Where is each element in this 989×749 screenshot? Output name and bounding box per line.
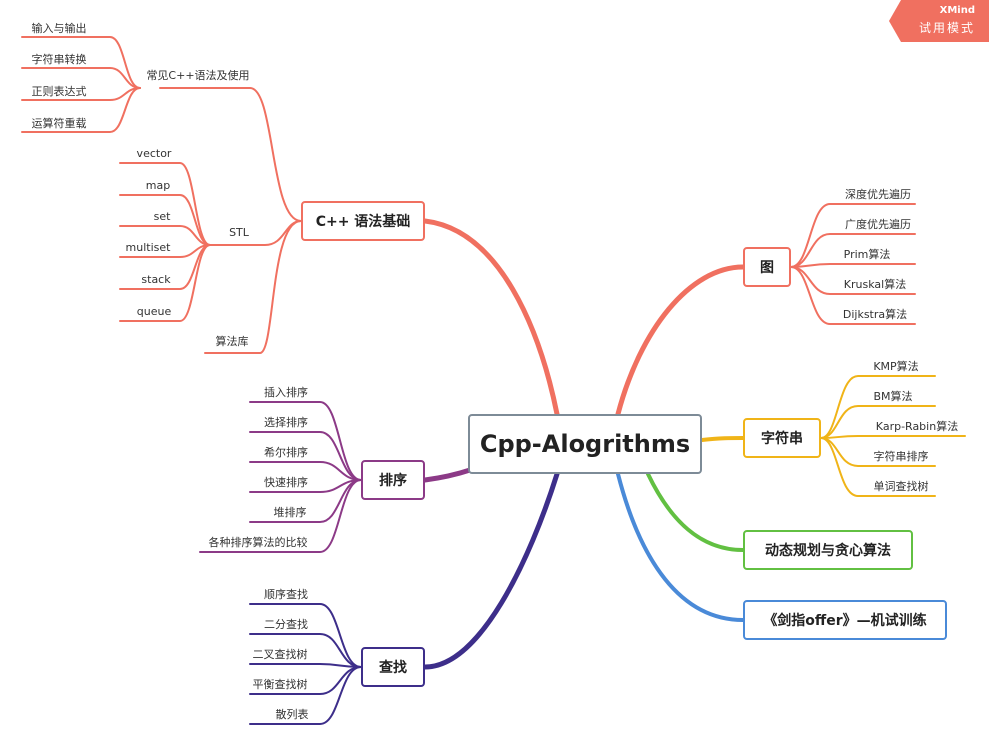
subtopic-algorithm-lib[interactable]: 算法库 xyxy=(215,335,249,348)
leaf-quick-sort[interactable]: 快速排序 xyxy=(264,476,308,489)
edge-sub1-leaf-1 xyxy=(21,67,141,89)
leaf-trie[interactable]: 单词查找树 xyxy=(873,480,929,493)
leaf-prim[interactable]: Prim算法 xyxy=(843,248,891,261)
leaf-shell-sort[interactable]: 希尔排序 xyxy=(264,446,308,459)
subtopic-stl[interactable]: STL xyxy=(229,226,249,239)
edge-stl-leaf-0 xyxy=(119,162,211,246)
edge-sort-leaf-1 xyxy=(249,431,362,481)
edge-stl-leaf-2 xyxy=(119,225,211,246)
leaf-binary-search[interactable]: 二分查找 xyxy=(264,618,308,631)
edge-graph-leaf-4 xyxy=(790,266,916,325)
leaf-balanced-tree[interactable]: 平衡查找树 xyxy=(252,678,308,691)
topic-string[interactable]: 字符串 xyxy=(743,418,821,458)
leaf-karp-rabin[interactable]: Karp-Rabin算法 xyxy=(875,420,959,433)
leaf-vector[interactable]: vector xyxy=(136,147,172,160)
leaf-multiset[interactable]: multiset xyxy=(125,241,171,254)
leaf-operator-overload[interactable]: 运算符重载 xyxy=(31,117,87,130)
edge-string-leaf-1 xyxy=(820,405,936,439)
topic-sorting[interactable]: 排序 xyxy=(361,460,425,500)
edge-root-string xyxy=(700,436,745,442)
edge-root-offer xyxy=(616,472,745,622)
leaf-dfs[interactable]: 深度优先遍历 xyxy=(845,188,911,201)
leaf-string-convert[interactable]: 字符串转换 xyxy=(31,53,87,66)
leaf-string-sort[interactable]: 字符串排序 xyxy=(873,450,929,463)
leaf-queue[interactable]: queue xyxy=(136,305,172,318)
root-topic[interactable]: Cpp-Alogrithms xyxy=(468,414,702,474)
leaf-bst[interactable]: 二叉查找树 xyxy=(252,648,308,661)
edge-graph-leaf-0 xyxy=(790,203,916,268)
edge-root-syntax xyxy=(422,218,560,417)
topic-graph[interactable]: 图 xyxy=(743,247,791,287)
subtopic-common-syntax[interactable]: 常见C++语法及使用 xyxy=(146,69,250,82)
leaf-insertion-sort[interactable]: 插入排序 xyxy=(264,386,308,399)
leaf-stack[interactable]: stack xyxy=(141,273,171,286)
leaf-dijkstra[interactable]: Dijkstra算法 xyxy=(842,308,908,321)
edge-sub1-leaf-3 xyxy=(21,87,141,133)
edge-root-search xyxy=(422,471,560,670)
leaf-kruskal[interactable]: Kruskal算法 xyxy=(843,278,907,291)
leaf-sort-comparison[interactable]: 各种排序算法的比较 xyxy=(208,536,308,549)
badge-brand: XMind xyxy=(939,5,975,16)
leaf-map[interactable]: map xyxy=(145,179,171,192)
edge-sort-leaf-0 xyxy=(249,401,362,481)
topic-dp-greedy[interactable]: 动态规划与贪心算法 xyxy=(743,530,913,570)
leaf-heap-sort[interactable]: 堆排序 xyxy=(273,506,307,519)
leaf-selection-sort[interactable]: 选择排序 xyxy=(264,416,308,429)
topic-searching[interactable]: 查找 xyxy=(361,647,425,687)
edge-string-leaf-0 xyxy=(820,375,936,439)
edge-root-graph xyxy=(615,264,746,417)
edge-root-sort xyxy=(422,467,473,483)
topic-jianzhi-offer[interactable]: 《剑指offer》—机试训练 xyxy=(743,600,947,640)
leaf-regex[interactable]: 正则表达式 xyxy=(31,85,87,98)
edge-string-leaf-2 xyxy=(820,435,966,439)
leaf-bfs[interactable]: 广度优先遍历 xyxy=(845,218,911,231)
xmind-trial-badge[interactable]: XMind 试用模式 xyxy=(889,0,989,42)
edge-search-leaf-0 xyxy=(249,603,362,668)
edge-graph-leaf-2 xyxy=(790,263,916,268)
edge-sort-leaf-5 xyxy=(199,479,362,553)
leaf-io[interactable]: 输入与输出 xyxy=(31,22,87,35)
edge-syntax-sub1 xyxy=(159,87,302,222)
edge-root-dp xyxy=(646,472,745,552)
edge-stl-leaf-5 xyxy=(119,244,211,322)
leaf-set[interactable]: set xyxy=(153,210,171,223)
badge-mode: 试用模式 xyxy=(918,21,975,35)
leaf-hash-table[interactable]: 散列表 xyxy=(275,708,309,721)
edge-search-leaf-4 xyxy=(249,666,362,725)
leaf-bm[interactable]: BM算法 xyxy=(873,390,913,403)
leaf-sequential-search[interactable]: 顺序查找 xyxy=(264,588,308,601)
leaf-kmp[interactable]: KMP算法 xyxy=(873,360,919,373)
topic-cpp-syntax[interactable]: C++ 语法基础 xyxy=(301,201,425,241)
edge-search-leaf-2 xyxy=(249,663,362,668)
edge-syntax-lib xyxy=(204,220,302,354)
edge-string-leaf-4 xyxy=(820,437,936,497)
